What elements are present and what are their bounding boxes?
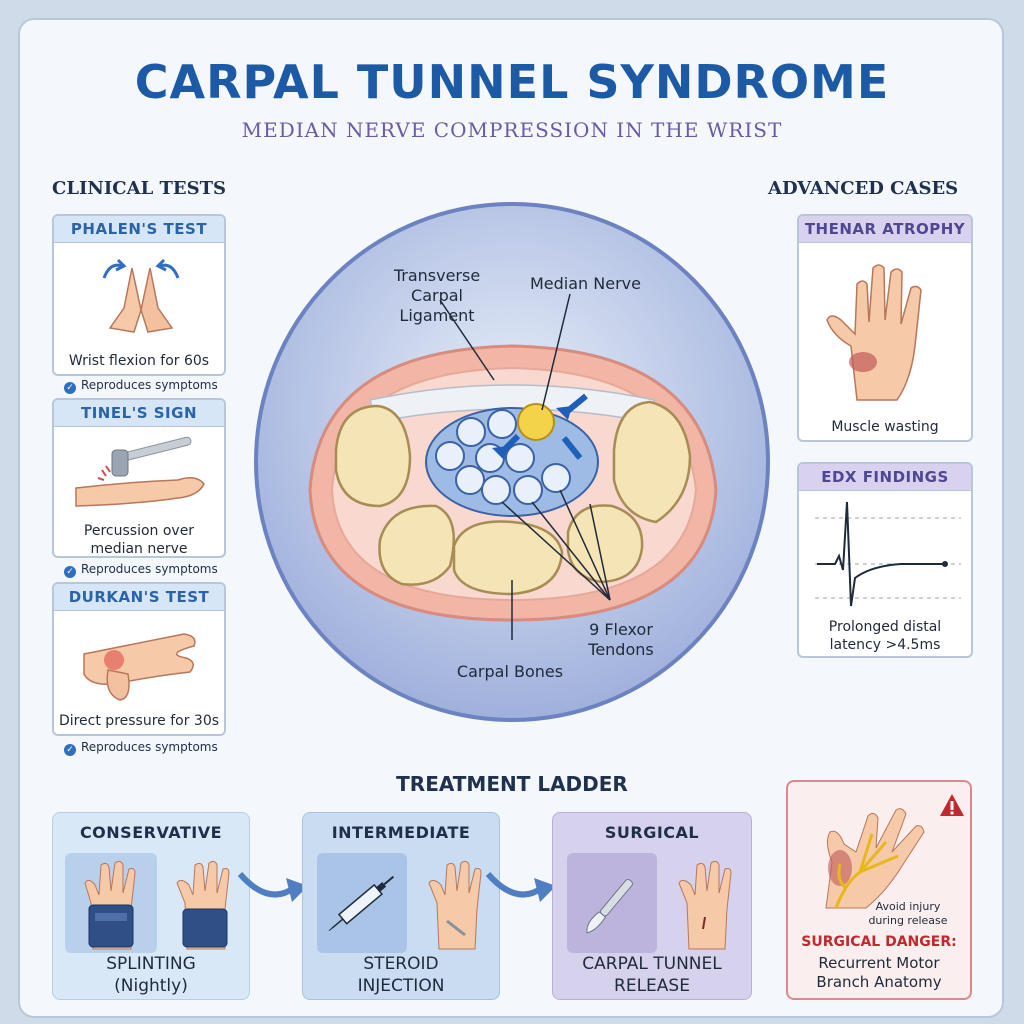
intermediate-label-line2: INJECTION bbox=[357, 976, 445, 996]
arrow-right-icon bbox=[238, 871, 308, 902]
conservative-title: CONSERVATIVE bbox=[79, 823, 223, 842]
danger-line1: Recurrent Motor bbox=[818, 954, 940, 972]
tinels-caption-line1: Percussion over bbox=[83, 523, 195, 539]
ligament-label-line1: Transverse bbox=[393, 266, 481, 285]
page-subtitle: MEDIAN NERVE COMPRESSION IN THE WRIST bbox=[241, 118, 783, 142]
syringe-icon bbox=[328, 875, 395, 932]
edx-findings-title: EDX FINDINGS bbox=[799, 464, 971, 491]
ligament-label-line2: Carpal Ligament bbox=[399, 286, 475, 325]
hand-brace-icon bbox=[176, 860, 230, 950]
intermediate-label-line1: STEROID bbox=[363, 954, 439, 974]
praying-hands-icon bbox=[102, 258, 180, 333]
ligament-label: Transverse Carpal Ligament bbox=[372, 266, 502, 326]
warning-icon bbox=[940, 794, 964, 816]
tinels-sign-title: TINEL'S SIGN bbox=[54, 400, 224, 427]
median-nerve-label: Median Nerve bbox=[530, 274, 641, 293]
page-title: CARPAL TUNNEL SYNDROME bbox=[134, 55, 890, 109]
tendons-label-line1: 9 Flexor bbox=[589, 620, 653, 639]
edx-findings-card: EDX FINDINGS Prolonged distal latency >4… bbox=[797, 462, 973, 658]
tendons-label-line2: Tendons bbox=[588, 640, 654, 659]
edx-caption-line2: latency >4.5ms bbox=[829, 637, 941, 653]
surgical-label-line2: RELEASE bbox=[614, 976, 690, 996]
tinels-caption-line2: median nerve bbox=[90, 541, 188, 557]
conservative-step: CONSERVATIVE SPLINTING (Nightly) bbox=[52, 812, 250, 1000]
check-icon: ✓ bbox=[64, 382, 76, 394]
durkans-result-text: Reproduces symptoms bbox=[81, 740, 218, 754]
durkans-test-title: DURKAN'S TEST bbox=[54, 584, 224, 611]
arrow-right-icon bbox=[486, 871, 556, 902]
reflex-hammer-icon bbox=[75, 436, 205, 507]
treatment-ladder-heading: TREATMENT LADDER bbox=[396, 772, 628, 796]
median-nerve bbox=[517, 403, 555, 441]
surgical-title: SURGICAL bbox=[604, 823, 700, 842]
danger-title: SURGICAL DANGER: bbox=[801, 934, 957, 950]
thenar-atrophy-caption: Muscle wasting bbox=[831, 419, 939, 435]
thenar-atrophy-card: THENAR ATROPHY Muscle wasting bbox=[797, 214, 973, 442]
edx-caption-line1: Prolonged distal bbox=[828, 619, 942, 635]
surgical-label-line1: CARPAL TUNNEL bbox=[582, 954, 722, 974]
flexor-tendons bbox=[435, 409, 571, 505]
intermediate-title: INTERMEDIATE bbox=[331, 823, 471, 842]
tinels-sign-card: TINEL'S SIGN Percussion over median nerv… bbox=[52, 398, 226, 558]
carpal-bone bbox=[452, 520, 564, 596]
durkans-test-card: DURKAN'S TEST Direct pressure for 30s bbox=[52, 582, 226, 736]
injection-tile bbox=[317, 853, 407, 953]
danger-line2: Branch Anatomy bbox=[816, 973, 942, 991]
phalens-result: ✓ Reproduces symptoms bbox=[64, 378, 218, 394]
clinical-tests-heading: CLINICAL TESTS bbox=[52, 178, 226, 199]
hand-injection-icon bbox=[428, 860, 482, 950]
thumb-pressure-icon bbox=[83, 633, 196, 701]
carpal-bone bbox=[566, 504, 644, 584]
flexor-tendons-label: 9 Flexor Tendons bbox=[576, 620, 666, 660]
advanced-cases-heading: ADVANCED CASES bbox=[768, 178, 959, 199]
splint-tile bbox=[65, 853, 157, 953]
tinels-result: ✓ Reproduces symptoms bbox=[64, 562, 218, 578]
scalpel-icon bbox=[586, 878, 633, 934]
carpal-bone bbox=[378, 504, 456, 586]
surgical-danger-box: Avoid injury during release SURGICAL DAN… bbox=[786, 780, 972, 1000]
wrist-splint-icon bbox=[84, 860, 136, 950]
hand-incision-icon bbox=[678, 860, 732, 950]
hand-atrophy-icon bbox=[826, 264, 922, 401]
phalens-test-caption: Wrist flexion for 60s bbox=[68, 353, 210, 369]
phalens-result-text: Reproduces symptoms bbox=[81, 378, 218, 392]
nerve-conduction-trace bbox=[815, 501, 961, 607]
thenar-atrophy-title: THENAR ATROPHY bbox=[799, 216, 971, 243]
conservative-label-line2: (Nightly) bbox=[114, 976, 188, 996]
carpal-bone bbox=[334, 404, 412, 508]
durkans-result: ✓ Reproduces symptoms bbox=[64, 740, 218, 756]
conservative-label-line1: SPLINTING bbox=[106, 954, 196, 974]
phalens-test-title: PHALEN'S TEST bbox=[54, 216, 224, 243]
carpal-tunnel-cross-section bbox=[254, 202, 770, 722]
check-icon: ✓ bbox=[64, 744, 76, 756]
tinels-result-text: Reproduces symptoms bbox=[81, 562, 218, 576]
intermediate-step: INTERMEDIATE STEROID INJECTION bbox=[302, 812, 500, 1000]
scalpel-tile bbox=[567, 853, 657, 953]
durkans-caption: Direct pressure for 30s bbox=[58, 713, 220, 729]
danger-note-line2: during release bbox=[868, 914, 948, 927]
hand-nerve-anatomy-icon bbox=[825, 808, 925, 909]
danger-note: Avoid injury during release bbox=[848, 900, 968, 928]
carpal-bone bbox=[612, 400, 692, 524]
carpal-bones-label: Carpal Bones bbox=[456, 662, 564, 681]
check-icon: ✓ bbox=[64, 566, 76, 578]
danger-note-line1: Avoid injury bbox=[875, 900, 941, 913]
surgical-step: SURGICAL CARPAL TUNNEL RELEASE bbox=[552, 812, 752, 1000]
phalens-test-card: PHALEN'S TEST Wrist flexion for 60s bbox=[52, 214, 226, 376]
